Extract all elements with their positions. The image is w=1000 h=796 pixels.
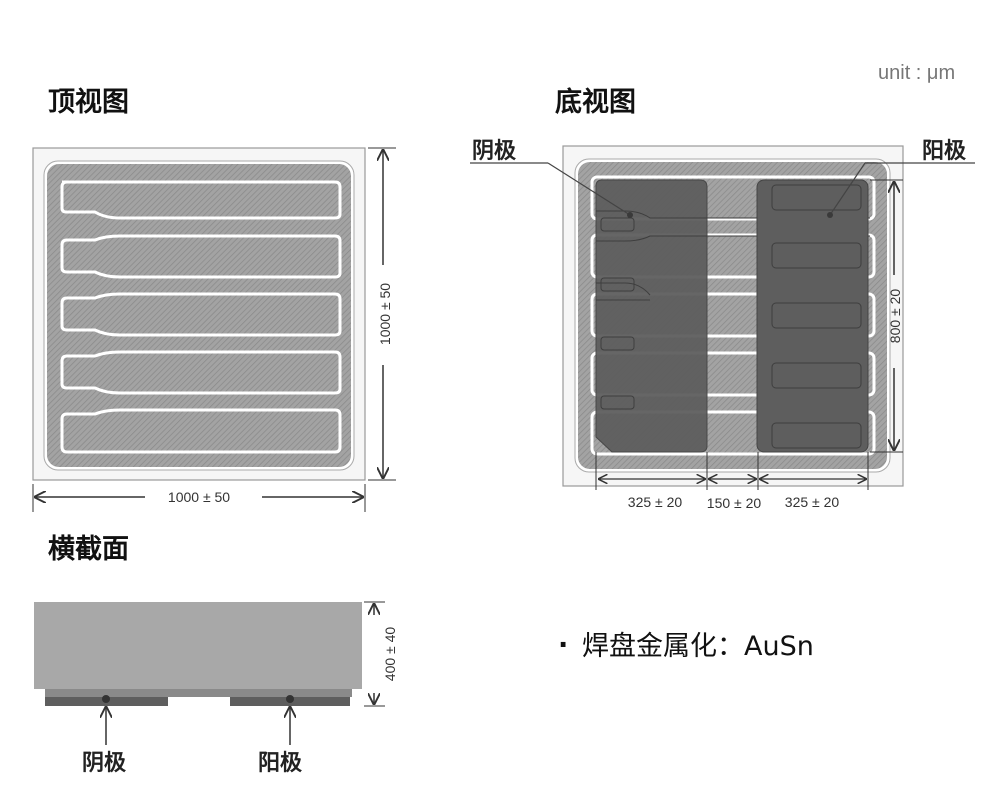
bottom-view-title: 底视图 xyxy=(555,86,636,118)
cathode-pad xyxy=(595,179,870,453)
top-view xyxy=(32,147,396,512)
bottom-view-height-dim: 800 ± 20 xyxy=(887,289,903,344)
top-view-height-dim: 1000 ± 50 xyxy=(377,283,393,345)
cross-section xyxy=(34,601,385,745)
top-view-title: 顶视图 xyxy=(48,87,129,118)
unit-label: unit : μm xyxy=(878,62,955,84)
cathode-width-dim: 325 ± 20 xyxy=(628,494,683,510)
anode-width-dim: 325 ± 20 xyxy=(785,494,840,510)
thickness-dim: 400 ± 40 xyxy=(382,627,398,682)
cross-section-title: 横截面 xyxy=(48,534,129,565)
top-view-width-dim: 1000 ± 50 xyxy=(168,489,230,505)
bullet-icon: · xyxy=(558,630,568,661)
bottom-anode-label: 阳极 xyxy=(922,139,967,164)
anode-pad xyxy=(756,179,869,453)
bottom-cathode-label: 阴极 xyxy=(472,139,517,164)
metallization-note: 焊盘金属化：AuSn xyxy=(582,631,814,662)
bottom-view xyxy=(470,145,975,490)
cross-anode-label: 阳极 xyxy=(258,751,303,776)
gap-width-dim: 150 ± 20 xyxy=(707,495,762,511)
cross-cathode-label: 阴极 xyxy=(82,751,127,776)
